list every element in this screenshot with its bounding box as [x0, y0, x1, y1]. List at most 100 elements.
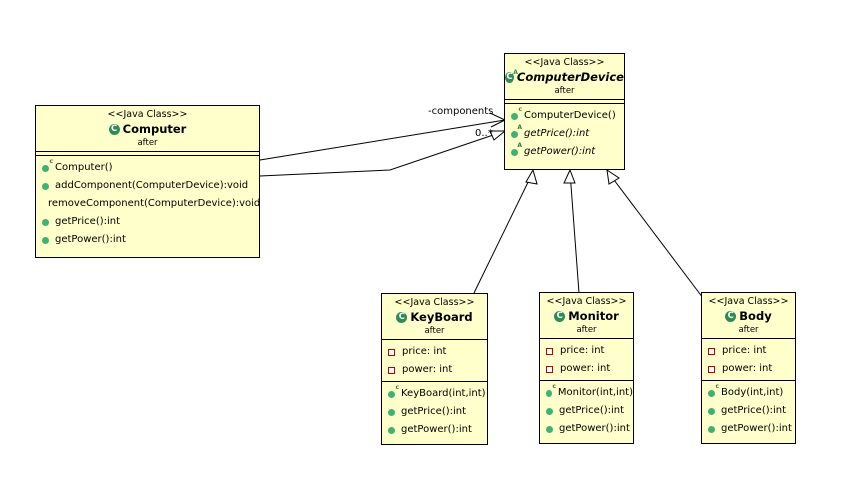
operation-row[interactable]: c Monitor(int,int): [540, 383, 633, 402]
package-label: after: [738, 325, 759, 335]
operation-row[interactable]: getPrice():int: [702, 402, 795, 420]
attributes-divider: [382, 339, 487, 340]
attributes-divider: [505, 99, 624, 100]
package-label: after: [576, 325, 597, 335]
public-method-icon: [42, 236, 49, 244]
association-multiplicity-label: 0..*: [475, 128, 493, 139]
operations-divider: [540, 380, 633, 381]
attribute-row[interactable]: price: int: [540, 342, 633, 360]
operations-section: c KeyBoard(int,int) getPrice():int getPo…: [382, 382, 487, 441]
operation-row[interactable]: getPrice():int: [540, 402, 633, 420]
operation-row[interactable]: c KeyBoard(int,int): [382, 384, 487, 403]
constructor-icon: c: [708, 383, 719, 397]
attribute-row[interactable]: power: int: [702, 360, 795, 378]
operation-row[interactable]: getPower():int: [702, 420, 795, 438]
attribute-row[interactable]: price: int: [382, 343, 487, 361]
operation-row[interactable]: addComponent(ComputerDevice):void: [36, 177, 259, 195]
package-label: after: [554, 86, 575, 96]
public-method-icon: [42, 218, 49, 226]
operation-row[interactable]: A getPrice():int: [505, 124, 624, 143]
stereotype: <<Java Class>>: [546, 296, 627, 307]
private-field-icon: [546, 347, 553, 355]
class-name: C KeyBoard: [382, 310, 487, 325]
class-header: <<Java Class>> C Body after: [702, 293, 795, 338]
abstract-method-icon: A: [511, 142, 522, 156]
public-method-icon: [388, 408, 395, 416]
operation-row[interactable]: getPrice():int: [36, 213, 259, 231]
class-header: <<Java Class>> C Computer after: [36, 106, 259, 151]
operations-section: c Monitor(int,int) getPrice():int getPow…: [540, 381, 633, 440]
package-label: after: [137, 138, 158, 148]
class-box-computer[interactable]: <<Java Class>> C Computer after c Comput…: [35, 105, 260, 258]
stereotype: <<Java Class>>: [524, 57, 605, 68]
operation-row[interactable]: getPower():int: [382, 421, 487, 439]
constructor-icon: c: [511, 106, 522, 120]
public-method-icon: [42, 182, 49, 190]
class-box-body[interactable]: <<Java Class>> C Body after price: int p…: [701, 292, 796, 444]
association-role-label: -components: [428, 106, 494, 117]
aggregation-arrowhead: [489, 130, 507, 141]
constructor-icon: c: [42, 158, 53, 172]
private-field-icon: [388, 366, 395, 374]
attributes-divider: [36, 151, 259, 152]
private-field-icon: [708, 347, 715, 355]
inheritance-line-keyboard: [473, 171, 534, 294]
package-label: after: [424, 326, 445, 336]
attribute-row[interactable]: power: int: [540, 360, 633, 378]
operations-divider: [505, 103, 624, 104]
operations-divider: [702, 380, 795, 381]
inheritance-arrowhead-keyboard: [525, 168, 538, 185]
public-method-icon: [546, 407, 553, 415]
operation-row[interactable]: c ComputerDevice(): [505, 106, 624, 125]
attributes-divider: [702, 338, 795, 339]
private-field-icon: [546, 365, 553, 373]
operation-row[interactable]: removeComponent(ComputerDevice):void: [48, 198, 261, 209]
class-box-keyboard[interactable]: <<Java Class>> C KeyBoard after price: i…: [381, 293, 488, 445]
attributes-section: price: int power: int: [702, 339, 795, 380]
attribute-row[interactable]: price: int: [702, 342, 795, 360]
class-name: C Monitor: [540, 309, 633, 324]
operations-section: c Body(int,int) getPrice():int getPower(…: [702, 381, 795, 440]
stereotype: <<Java Class>>: [394, 297, 475, 308]
private-field-icon: [708, 365, 715, 373]
public-method-icon: [708, 425, 715, 433]
operation-row[interactable]: c Body(int,int): [702, 383, 795, 402]
aggregation-line: [259, 130, 506, 177]
public-method-icon: [546, 425, 553, 433]
operations-section: c ComputerDevice() A getPrice():int A ge…: [505, 104, 624, 163]
association-line: [259, 119, 506, 161]
attribute-row[interactable]: power: int: [382, 361, 487, 379]
attributes-section: price: int power: int: [382, 340, 487, 381]
class-icon: C: [554, 311, 566, 322]
operation-row[interactable]: getPower():int: [540, 420, 633, 438]
class-box-monitor[interactable]: <<Java Class>> C Monitor after price: in…: [539, 292, 634, 444]
class-name: C Body: [702, 309, 795, 324]
class-icon: C: [396, 312, 408, 323]
inheritance-line-monitor: [569, 171, 580, 294]
operations-divider: [36, 155, 259, 156]
public-method-icon: [388, 426, 395, 434]
class-name: C Computer: [36, 122, 259, 137]
inheritance-arrowhead-monitor: [563, 168, 576, 184]
operation-row[interactable]: A getPower():int: [505, 142, 624, 161]
abstract-method-icon: A: [511, 124, 522, 138]
class-icon: C: [725, 311, 737, 322]
public-method-icon: [708, 407, 715, 415]
operations-divider: [382, 381, 487, 382]
operation-row[interactable]: getPrice():int: [382, 403, 487, 421]
inheritance-arrowhead-body: [606, 168, 620, 185]
private-field-icon: [388, 348, 395, 356]
stereotype: <<Java Class>>: [107, 109, 188, 120]
operation-row[interactable]: getPower():int: [36, 231, 259, 249]
operation-row[interactable]: c Computer(): [36, 158, 259, 177]
class-header: <<Java Class>> C Monitor after: [540, 293, 633, 338]
class-icon: C: [108, 124, 120, 135]
attributes-divider: [540, 338, 633, 339]
stereotype: <<Java Class>>: [708, 296, 789, 307]
